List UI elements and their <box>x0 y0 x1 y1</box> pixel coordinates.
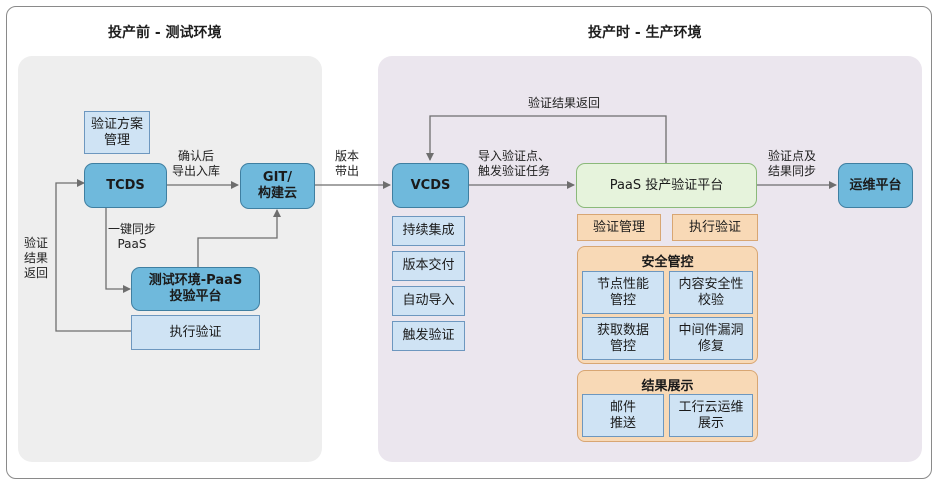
label-verify-result-return-left: 验证 结果 返回 <box>24 236 49 280</box>
security-item-content-check: 内容安全性 校验 <box>669 271 753 314</box>
security-item-data-control: 获取数据 管控 <box>582 317 664 360</box>
label-confirm-import: 确认后 导出入库 <box>172 149 221 178</box>
paas-platform-node: PaaS 投产验证平台 <box>576 163 757 208</box>
security-group-title: 安全管控 <box>641 255 694 270</box>
vcds-node: VCDS <box>392 163 469 208</box>
vcds-item-version-delivery: 版本交付 <box>392 251 465 281</box>
label-import-trigger: 导入验证点、 触发验证任务 <box>478 149 551 178</box>
results-group-title: 结果展示 <box>641 379 694 394</box>
label-sync-results: 验证点及 结果同步 <box>768 149 817 178</box>
exec-verify-left-box: 执行验证 <box>131 315 260 350</box>
result-item-cloud-ops: 工行云运维 展示 <box>669 394 753 437</box>
arrow-tcds-to-testpaas <box>105 208 131 293</box>
label-one-click-sync: 一键同步 PaaS <box>108 222 157 251</box>
security-item-node-performance: 节点性能 管控 <box>582 271 664 314</box>
verify-plan-box: 验证方案 管理 <box>84 111 150 154</box>
verify-manage-box: 验证管理 <box>577 214 661 241</box>
tcds-node: TCDS <box>84 163 167 208</box>
right-panel-title: 投产时 - 生产环境 <box>588 25 702 41</box>
arrow-paas-to-vcds-return <box>426 115 667 163</box>
label-verify-result-return-top: 验证结果返回 <box>528 96 601 110</box>
vcds-item-continuous-integration: 持续集成 <box>392 216 465 246</box>
test-environment-panel <box>18 56 322 462</box>
arrow-exec-to-tcds <box>55 179 131 332</box>
exec-verify-right-box: 执行验证 <box>672 214 758 241</box>
label-version-release: 版本 带出 <box>335 149 360 178</box>
test-paas-node: 测试环境-PaaS 投验平台 <box>131 267 260 311</box>
security-item-middleware-fix: 中间件漏洞 修复 <box>669 317 753 360</box>
result-item-email: 邮件 推送 <box>582 394 664 437</box>
vcds-item-trigger-verify: 触发验证 <box>392 321 465 351</box>
vcds-item-auto-import: 自动导入 <box>392 286 465 316</box>
arrow-testpaas-to-git <box>197 209 281 267</box>
git-build-node: GIT/ 构建云 <box>240 163 315 209</box>
left-panel-title: 投产前 - 测试环境 <box>108 25 222 41</box>
ops-platform-node: 运维平台 <box>838 163 913 208</box>
